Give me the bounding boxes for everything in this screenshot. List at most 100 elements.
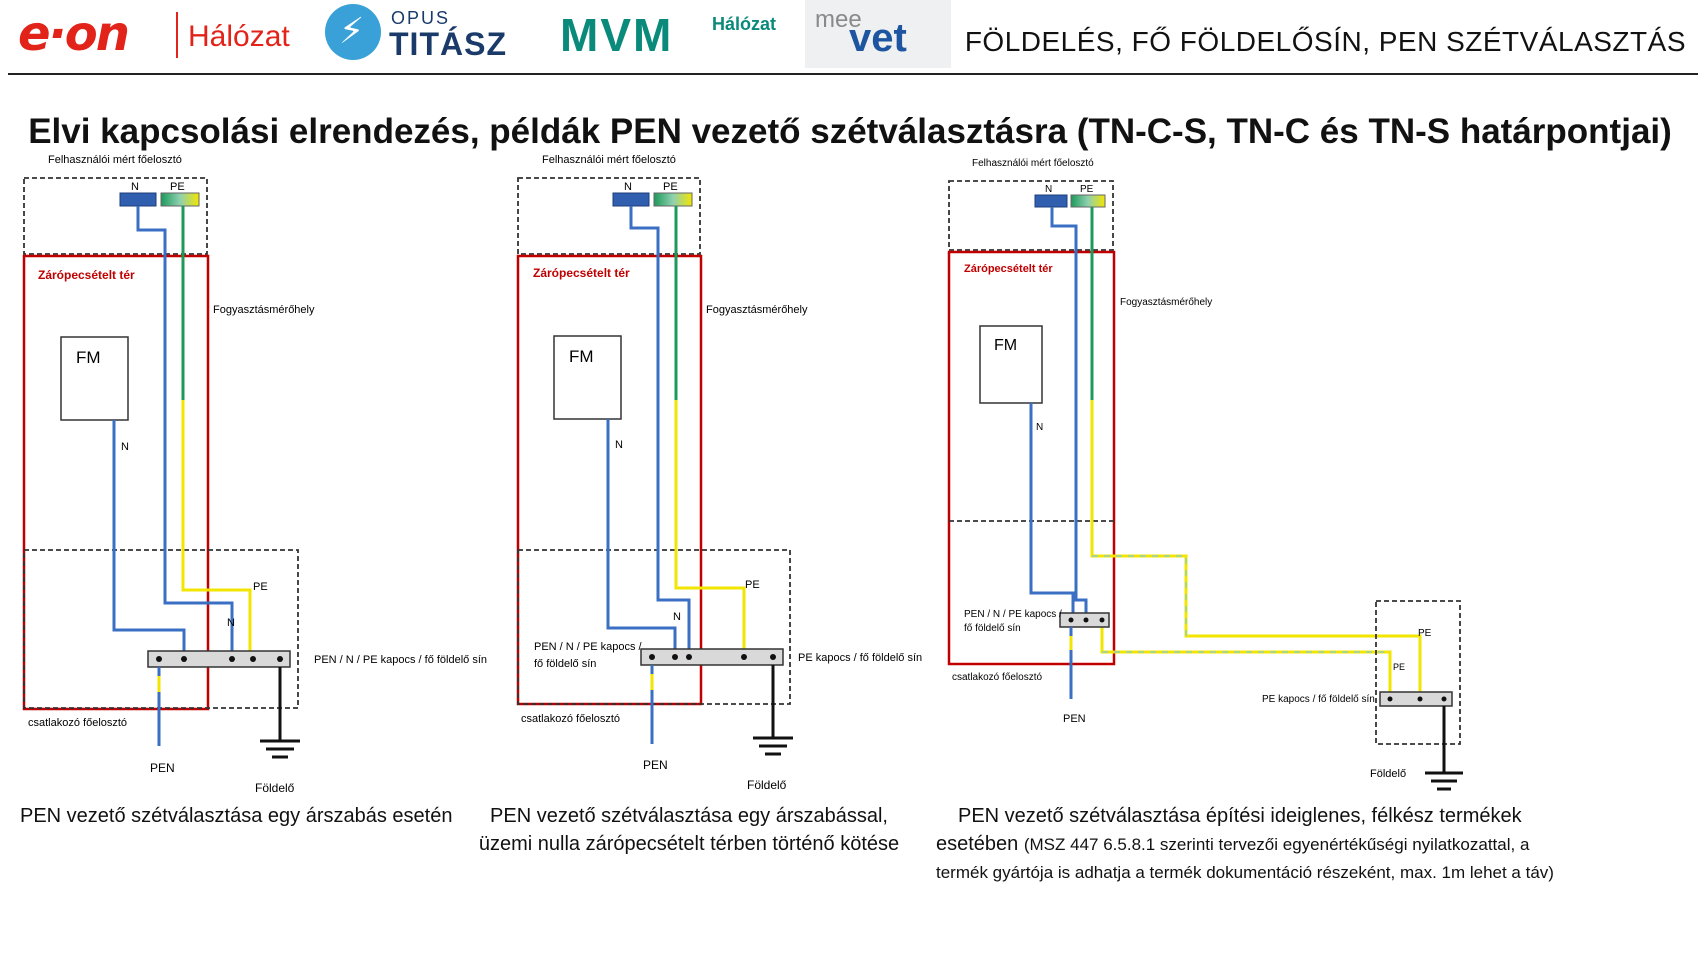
- d2-pe-top-label: PE: [663, 181, 678, 193]
- d2-busbar: [640, 648, 784, 666]
- d1-n-mid-label: N: [121, 441, 129, 453]
- d3-busbar-left-label-1: PEN / N / PE kapocs /: [964, 609, 1062, 620]
- d2-fm-box: [553, 335, 622, 420]
- d1-top-box: [23, 177, 208, 255]
- d3-pe-wire-to-remote: [1090, 400, 1422, 700]
- mvm-halozat-logo: MVM Hálózat: [560, 8, 790, 64]
- d2-sealed-area: [516, 254, 703, 706]
- d3-top-box: [948, 180, 1114, 251]
- d1-pe-top-label: PE: [170, 181, 185, 193]
- eon-halozat-logo: e·on Hálózat: [18, 6, 298, 66]
- d1-busbar: [147, 650, 291, 668]
- d1-fm-label: FM: [76, 348, 101, 367]
- d3-caption-line2-b: (MSZ 447 6.5.8.1 szerinti tervezői egyen…: [1023, 835, 1530, 854]
- d2-n-wire-left: [606, 419, 677, 655]
- d2-n-mid-label: N: [615, 439, 623, 451]
- d2-busbar-label-left-2: fő földelő sín: [534, 658, 596, 670]
- header-topic: FÖLDELÉS, FŐ FÖLDELŐSÍN, PEN SZÉTVÁLASZT…: [964, 26, 1686, 57]
- d3-caption-line3: termék gyártója is adhatja a termék doku…: [936, 863, 1554, 882]
- d3-n-mid-label: N: [1036, 422, 1043, 433]
- d1-sealed-area: [22, 254, 210, 711]
- d3-pe-right-top-label: PE: [1418, 628, 1432, 639]
- d3-pen-label: PEN: [1063, 713, 1086, 725]
- d1-pe-low-label: PE: [253, 581, 268, 593]
- d1-pe-terminal: [160, 192, 200, 207]
- d1-connection-label: csatlakozó főelosztó: [28, 717, 127, 729]
- d1-earth-label: Földelő: [255, 781, 295, 795]
- eon-logo-separator: [176, 12, 178, 58]
- mee-vet-logo: mee vet: [805, 0, 951, 68]
- d1-fm-box: [60, 336, 129, 421]
- d3-earth-symbol-icon: [1425, 771, 1463, 791]
- opus-logo-main: TITÁSZ: [389, 26, 507, 62]
- d1-pen-label: PEN: [150, 761, 175, 775]
- d2-pe-terminal: [653, 192, 693, 207]
- d3-n-wire-left: [1029, 403, 1075, 620]
- d2-n-top-label: N: [624, 181, 632, 193]
- d3-n-wire-right: [1050, 207, 1088, 620]
- d2-top-box: [517, 177, 701, 255]
- d1-earth-symbol-icon: [260, 739, 300, 759]
- d1-caption: PEN vezető szétválasztása egy árszabás e…: [20, 805, 453, 827]
- d1-n-wire-right: [136, 206, 234, 657]
- d2-meter-place-label: Fogyasztásmérőhely: [706, 304, 808, 316]
- d3-n-top-label: N: [1045, 184, 1052, 195]
- header-bar: e·on Hálózat ⚡ OPUS TITÁSZ MVM Hálózat m…: [0, 0, 1700, 72]
- d2-busbar-label-left-1: PEN / N / PE kapocs /: [534, 641, 643, 653]
- d3-caption-line2-a: esetében: [936, 833, 1019, 855]
- header-divider: [8, 73, 1698, 75]
- d2-pe-low-label: PE: [745, 579, 760, 591]
- d3-busbar-right-label: PE kapocs / fő földelő sín: [1262, 694, 1375, 705]
- eon-logo-word: e·on: [18, 6, 130, 62]
- d2-pen-label: PEN: [643, 758, 668, 772]
- d1-n-terminal: [119, 192, 157, 207]
- d1-pe-wire-lower: [181, 400, 252, 657]
- d1-connection-box: [23, 549, 299, 709]
- d1-top-box-label: Felhasználói mért főelosztó: [48, 154, 182, 166]
- d2-caption-line2: üzemi nulla zárópecsételt térben történő…: [478, 833, 900, 855]
- d1-n-wire-left: [112, 420, 186, 657]
- d2-top-box-label: Felhasználói mért főelosztó: [542, 154, 676, 166]
- d3-pe-top-label: PE: [1080, 184, 1094, 195]
- d2-n-low-label: N: [673, 611, 681, 623]
- d2-sealed-label: Zárópecsételt tér: [533, 266, 630, 280]
- d2-pe-wire-lower: [674, 400, 746, 655]
- d3-connection-label: csatlakozó főelosztó: [952, 672, 1042, 683]
- d3-remote-box: [1375, 600, 1461, 745]
- d2-busbar-label-right: PE kapocs / fő földelő sín: [798, 652, 922, 664]
- d2-connection-box: [517, 549, 791, 705]
- d3-fm-label: FM: [994, 337, 1017, 354]
- d3-pe-right-small-label: PE: [1393, 662, 1405, 672]
- d1-meter-place-label: Fogyasztásmérőhely: [213, 304, 315, 316]
- d3-top-box-label: Felhasználói mért főelosztó: [972, 158, 1094, 169]
- diagram-2: Felhasználói mért főelosztó Zárópecsétel…: [516, 154, 922, 792]
- mvm-logo-subtitle: Hálózat: [712, 14, 777, 34]
- d3-sealed-label: Zárópecsételt tér: [964, 263, 1053, 275]
- d2-n-wire-right: [629, 206, 691, 655]
- opus-titasz-logo: ⚡ OPUS TITÁSZ: [325, 4, 515, 66]
- d1-n-low-label: N: [227, 617, 235, 629]
- page-title: Elvi kapcsolási elrendezés, példák PEN v…: [28, 112, 1672, 151]
- mvm-logo-word: MVM: [560, 9, 674, 61]
- diagram-1: Felhasználói mért főelosztó Zárópecsétel…: [22, 154, 487, 795]
- d3-busbar-left-label-2: fő földelő sín: [964, 623, 1021, 634]
- d3-sealed-area: [947, 250, 1116, 666]
- opus-logo-top: OPUS: [391, 8, 451, 28]
- d3-n-terminal: [1034, 194, 1068, 208]
- d3-fm-box: [979, 325, 1043, 404]
- d2-caption: PEN vezető szétválasztása egy árszabássa…: [478, 802, 900, 858]
- d3-earth-label: Földelő: [1370, 768, 1406, 780]
- d2-caption-line1: PEN vezető szétválasztása egy árszabássa…: [490, 805, 888, 827]
- d2-earth-label: Földelő: [747, 778, 787, 792]
- diagram-3: Felhasználói mért főelosztó Zárópecsétel…: [947, 158, 1463, 791]
- d2-connection-label: csatlakozó főelosztó: [521, 713, 620, 725]
- d1-sealed-label: Zárópecsételt tér: [38, 268, 135, 282]
- d2-fm-label: FM: [569, 347, 594, 366]
- d3-pe-terminal: [1070, 194, 1106, 208]
- meevet-logo-mee: mee: [815, 6, 862, 33]
- meevet-logo-vet: vet: [849, 16, 907, 60]
- opus-titasz-emblem-icon: ⚡: [325, 4, 381, 60]
- eon-logo-subtitle: Hálózat: [188, 20, 290, 53]
- d1-busbar-label: PEN / N / PE kapocs / fő földelő sín: [314, 654, 487, 666]
